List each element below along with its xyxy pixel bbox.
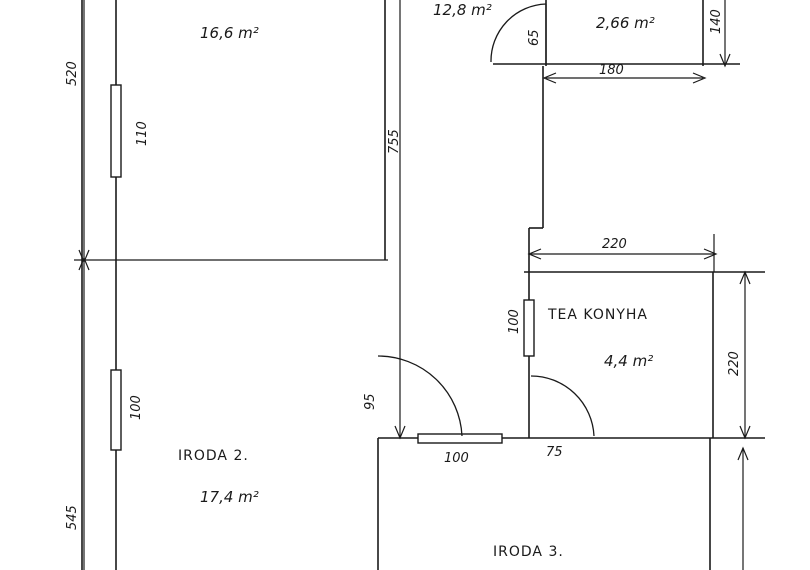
door-swing-tea [530, 375, 595, 437]
dim-label-100-tea: 100 [507, 309, 522, 334]
arrow-755 [394, 425, 406, 440]
arrow-180-right [692, 72, 707, 84]
dim-label-100-bottom: 100 [444, 451, 469, 466]
arrow-220-side-bottom [739, 425, 751, 440]
dim-label-520: 520 [65, 61, 80, 86]
dim-label-140: 140 [709, 9, 724, 34]
office-2-area: 17,4 m² [200, 488, 259, 506]
arrow-180-left [542, 72, 557, 84]
window-corridor [417, 433, 503, 444]
dim-label-180: 180 [599, 63, 624, 78]
window-tea [523, 299, 535, 357]
arrow-220-side-top [739, 270, 751, 285]
arrow-140 [719, 53, 731, 68]
dim-label-65: 65 [527, 29, 542, 46]
tea-kitchen-area: 4,4 m² [604, 352, 653, 370]
dim-label-755: 755 [387, 129, 402, 154]
arrow-220-right [703, 248, 718, 260]
tea-kitchen-name: TEA KONYHA [547, 307, 648, 323]
dim-label-75: 75 [546, 445, 563, 460]
room-top-right-area: 2,66 m² [596, 14, 655, 32]
office-2-name: IRODA 2. [178, 448, 249, 464]
door-swing-top [490, 3, 547, 63]
room-top-center-area: 12,8 m² [433, 1, 492, 19]
office-3-name: IRODA 3. [493, 544, 564, 560]
arrow-545 [78, 256, 90, 271]
window-left-upper [110, 84, 122, 178]
door-swing-corridor [377, 355, 463, 437]
room-top-left-area: 16,6 m² [200, 24, 259, 42]
dim-label-545: 545 [65, 505, 80, 530]
window-left-lower [110, 369, 122, 451]
dim-label-95: 95 [363, 393, 378, 410]
arrow-220-left [527, 248, 542, 260]
dim-label-220-side: 220 [727, 351, 742, 376]
dim-label-110: 110 [135, 121, 150, 146]
dim-label-220-top: 220 [602, 237, 627, 252]
arrow-right-lower [737, 446, 749, 461]
dim-label-100-left: 100 [129, 395, 144, 420]
